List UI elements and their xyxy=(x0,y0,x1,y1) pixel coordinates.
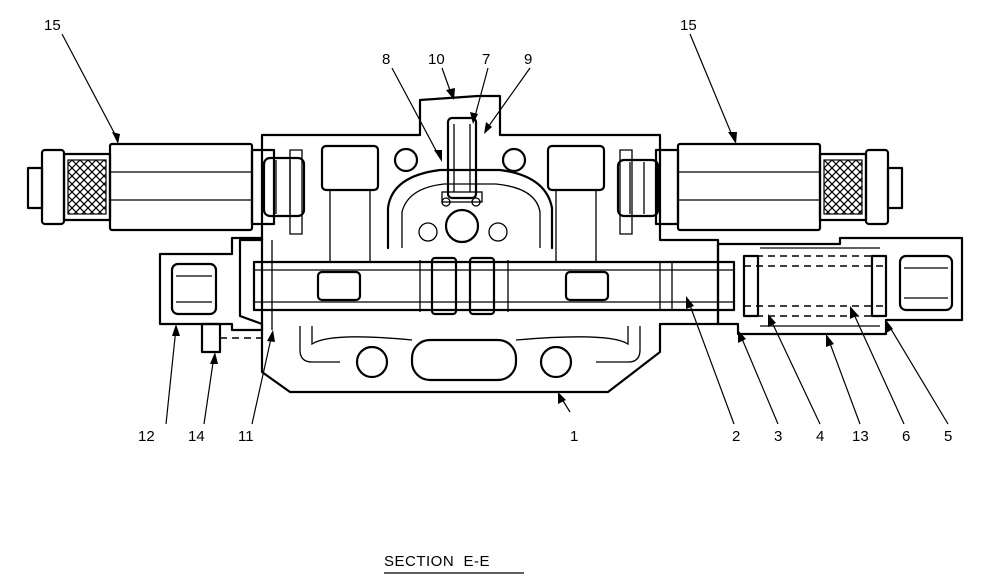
part-label-10: 10 xyxy=(428,51,445,68)
part-labels: 15 15 8 10 7 9 12 14 11 1 2 3 4 13 6 5 xyxy=(44,17,952,445)
part-label-13: 13 xyxy=(852,428,869,445)
left-end-cap xyxy=(158,236,273,354)
right-solenoid xyxy=(616,142,904,232)
part-label-9: 9 xyxy=(524,51,532,68)
valve-body xyxy=(238,94,720,394)
part-label-2: 2 xyxy=(732,428,740,445)
leader-lines xyxy=(61,33,949,425)
main-spool xyxy=(252,256,736,316)
part-label-7: 7 xyxy=(482,51,490,68)
right-spring-housing xyxy=(716,236,964,336)
part-label-5: 5 xyxy=(944,428,952,445)
part-label-3: 3 xyxy=(774,428,782,445)
part-label-6: 6 xyxy=(902,428,910,445)
section-caption: SECTION E-E xyxy=(384,553,524,574)
pilot-cap xyxy=(441,116,483,203)
part-label-12: 12 xyxy=(138,428,155,445)
part-label-15-right: 15 xyxy=(680,17,697,34)
part-label-14: 14 xyxy=(188,428,205,445)
part-label-8: 8 xyxy=(382,51,390,68)
part-label-4: 4 xyxy=(816,428,824,445)
section-caption-text: SECTION E-E xyxy=(384,553,490,570)
part-label-11: 11 xyxy=(238,428,254,445)
part-label-15-left: 15 xyxy=(44,17,61,34)
part-label-1: 1 xyxy=(570,428,578,445)
